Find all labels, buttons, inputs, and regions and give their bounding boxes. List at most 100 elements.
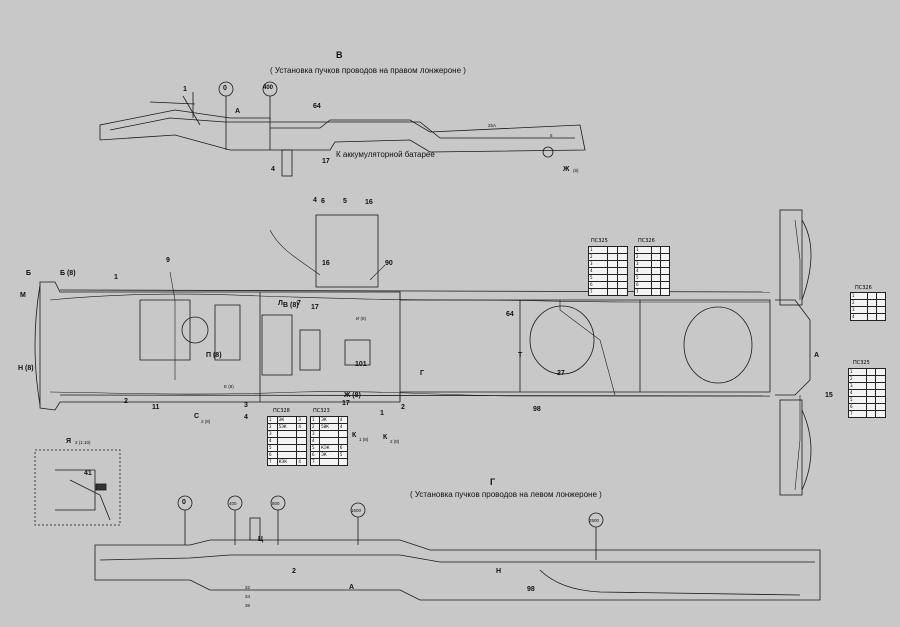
table-ps325a-title: ПС325 <box>591 238 608 244</box>
table-row: 7 <box>634 288 671 296</box>
table-cell <box>337 458 349 466</box>
table-cell: 6 <box>337 444 349 452</box>
table-row: 6 <box>634 281 671 289</box>
table-cell: 4 <box>296 423 307 431</box>
table-cell <box>865 389 877 397</box>
table-cell: 3 <box>296 416 307 424</box>
main-num-11: 11 <box>152 404 160 411</box>
table-cell <box>875 382 886 390</box>
table-cell <box>296 451 307 459</box>
main-l: Л <box>278 300 283 307</box>
main-num-5: 5 <box>343 198 347 205</box>
main-v: В (8) <box>283 302 299 309</box>
table-cell <box>616 260 629 268</box>
top-frame-rail <box>99 92 586 177</box>
table-cell: 3 <box>634 260 652 268</box>
detail-scale: 2 (1:10) <box>75 440 91 445</box>
main-k2: К <box>383 434 388 441</box>
table-cell: 4 <box>267 437 278 445</box>
table-row: 4 <box>850 313 887 321</box>
table-ps325b-title: ПС325 <box>853 360 870 366</box>
top-num-17: 17 <box>322 158 330 165</box>
main-k1-sub: 1 (8) <box>359 437 369 442</box>
table-cell <box>337 430 349 438</box>
table-cell <box>659 281 671 289</box>
main-e: Е (8) <box>224 384 234 389</box>
table-cell <box>875 299 887 307</box>
main-num-4: 4 <box>244 414 248 421</box>
table-cell: 1 <box>309 416 321 424</box>
main-num-2: 2 <box>124 398 128 405</box>
table-cell: 3 <box>309 430 321 438</box>
table-cell: 1 <box>267 416 278 424</box>
main-g1: Г <box>420 370 424 377</box>
main-n: Н (8) <box>18 365 34 372</box>
table-cell <box>616 253 629 261</box>
top-num-64: 64 <box>313 103 321 110</box>
table-cell <box>875 375 886 383</box>
table-cell: 4 <box>848 389 867 397</box>
table-row: 2 <box>848 375 886 383</box>
distance-label-2500-bottom: 2500 <box>589 518 600 523</box>
table-cell <box>319 430 339 438</box>
table-row: 2 <box>588 253 629 261</box>
detail-number: 41 <box>84 470 92 477</box>
table-cell <box>659 288 671 296</box>
table-cell <box>606 253 618 261</box>
table-cell: 3 <box>588 260 608 268</box>
view-g-subtitle: ( Установка пучков проводов на левом лон… <box>410 490 602 499</box>
table-cell <box>296 430 307 438</box>
table-row: 4 <box>634 267 671 275</box>
table-cell <box>616 288 629 296</box>
main-num-9: 9 <box>166 257 170 264</box>
main-num-27: 27 <box>557 370 565 377</box>
table-cell: 1 <box>634 246 652 254</box>
table-cell: 5 <box>588 274 608 282</box>
top-num-25a: 25А <box>488 123 497 128</box>
distance-label-400-top: 400 <box>263 85 274 91</box>
table-row: 3 <box>267 430 307 438</box>
table-cell <box>616 246 629 254</box>
table-cell <box>606 288 618 296</box>
table-cell: 7 <box>634 288 652 296</box>
table-row: 2 <box>850 299 887 307</box>
table-cell: ЭК <box>319 451 339 459</box>
main-k1: К <box>352 432 357 439</box>
table-cell <box>616 274 629 282</box>
top-num-1: 1 <box>183 86 187 93</box>
table-cell: 6 <box>588 281 608 289</box>
table-cell: 7 <box>309 458 321 466</box>
table-cell <box>276 451 298 459</box>
main-num-15: 15 <box>825 392 833 399</box>
table-cell <box>875 368 886 376</box>
distance-label-0-top: 0 <box>223 85 227 92</box>
table-row: 1 <box>848 368 886 376</box>
top-num-4: 4 <box>271 166 275 173</box>
table-ps328-title: ПС328 <box>273 408 290 414</box>
table-cell <box>659 260 671 268</box>
table-cell: ЭК <box>319 416 339 424</box>
table-cell <box>650 260 661 268</box>
table-cell <box>875 313 887 321</box>
table-cell <box>650 281 661 289</box>
table-cell: 2 <box>588 253 608 261</box>
table-cell: 1 <box>850 292 868 300</box>
table-cell: 5 <box>634 274 652 282</box>
table-cell <box>650 274 661 282</box>
view-v-letter: В <box>336 50 343 60</box>
table-cell <box>659 267 671 275</box>
table-cell: 2 <box>309 423 321 431</box>
main-m: М <box>20 292 26 299</box>
main-a: А <box>814 352 820 359</box>
table-cell: ЭК <box>276 416 298 424</box>
table-row: 1 <box>850 292 887 300</box>
view-v-subtitle: ( Установка пучков проводов на правом ло… <box>270 66 466 75</box>
battery-note: К аккумуляторной батарее <box>336 150 435 159</box>
table-row: 4 <box>588 267 629 275</box>
table-cell <box>865 368 877 376</box>
table-row: 3 <box>309 430 349 438</box>
